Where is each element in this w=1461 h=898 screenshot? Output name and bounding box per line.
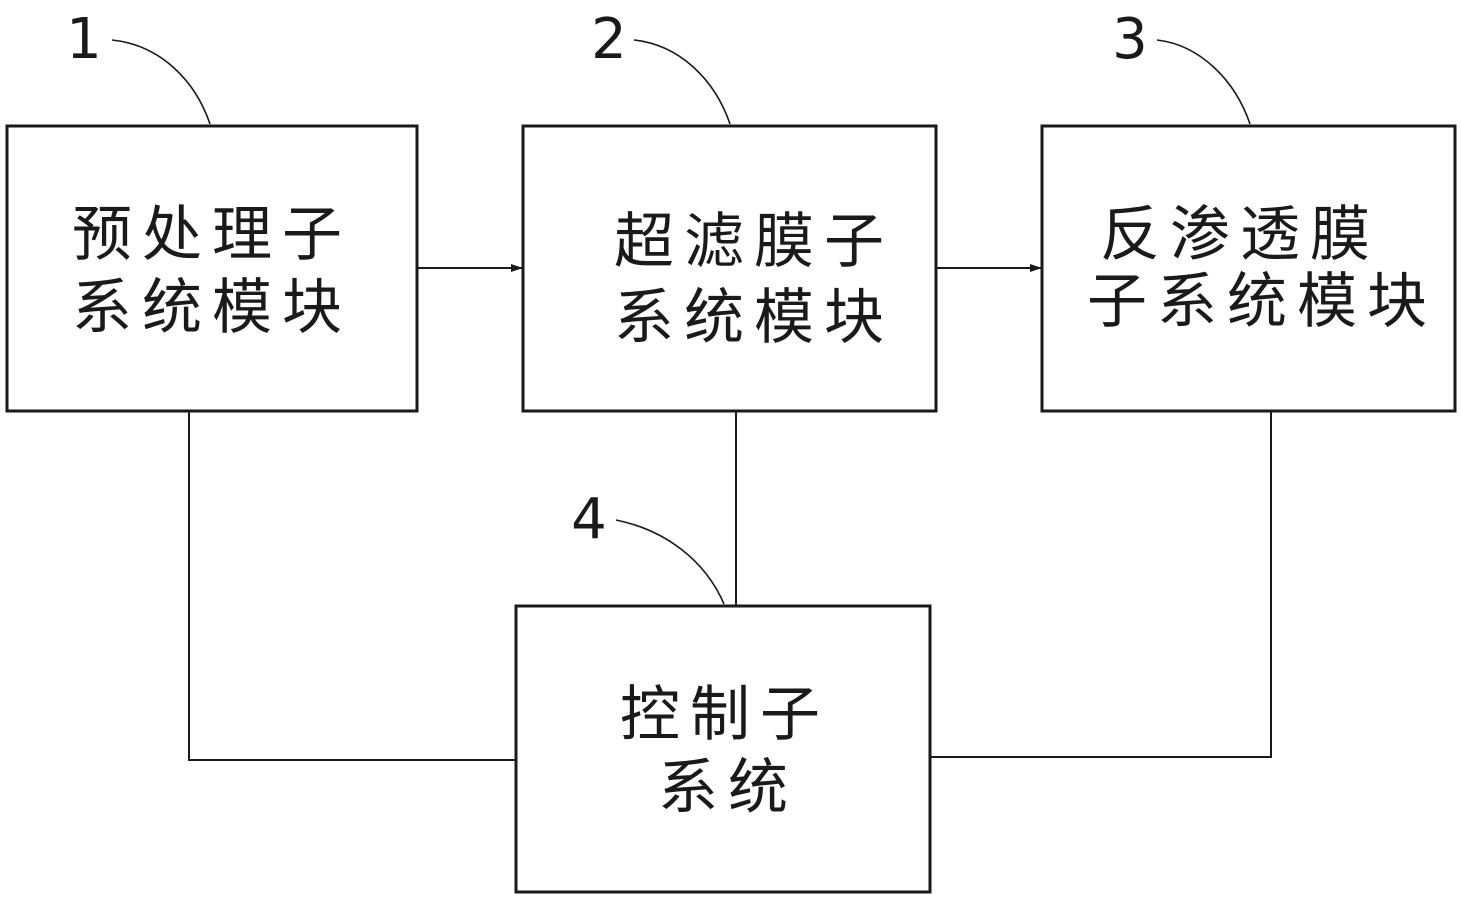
pretreatment-module: 预处理子 系统模块 [5, 124, 419, 413]
reverse-osmosis-label-line2: 子系统模块 [1087, 267, 1437, 337]
ultrafiltration-ref-number: 2 [591, 7, 627, 72]
ultrafiltration-label-line2: 系统模块 [614, 283, 894, 353]
pretreatment-box [5, 124, 419, 413]
pretreatment-label-line1: 预处理子 [72, 200, 352, 270]
pretreatment-label-line2: 系统模块 [72, 273, 352, 343]
control-ref-number: 4 [571, 487, 607, 552]
control-link-pretreatment [188, 411, 516, 761]
pretreatment-ref-number: 1 [66, 7, 102, 72]
reverse-osmosis-module: 反渗透膜 子系统模块 [1040, 124, 1457, 413]
control-label-line2: 系统 [658, 753, 798, 823]
control-leader-line [615, 519, 725, 605]
ultrafiltration-module: 超滤膜子 系统模块 [521, 124, 938, 413]
reverse-osmosis-label-line1: 反渗透膜 [1100, 200, 1380, 270]
reverse-osmosis-ref-number: 3 [1112, 7, 1148, 72]
reverse-osmosis-leader-line [1156, 39, 1251, 125]
control-label-line1: 控制子 [620, 680, 830, 750]
ultrafiltration-box [521, 124, 938, 413]
ultrafiltration-leader-line [633, 39, 731, 125]
pretreatment-leader-line [111, 39, 211, 125]
reverse-osmosis-box [1040, 124, 1457, 413]
ultrafiltration-label-line1: 超滤膜子 [614, 207, 894, 277]
control-subsystem: 控制子 系统 [514, 604, 932, 894]
control-box [514, 604, 932, 894]
control-link-reverse-osmosis [930, 411, 1272, 758]
